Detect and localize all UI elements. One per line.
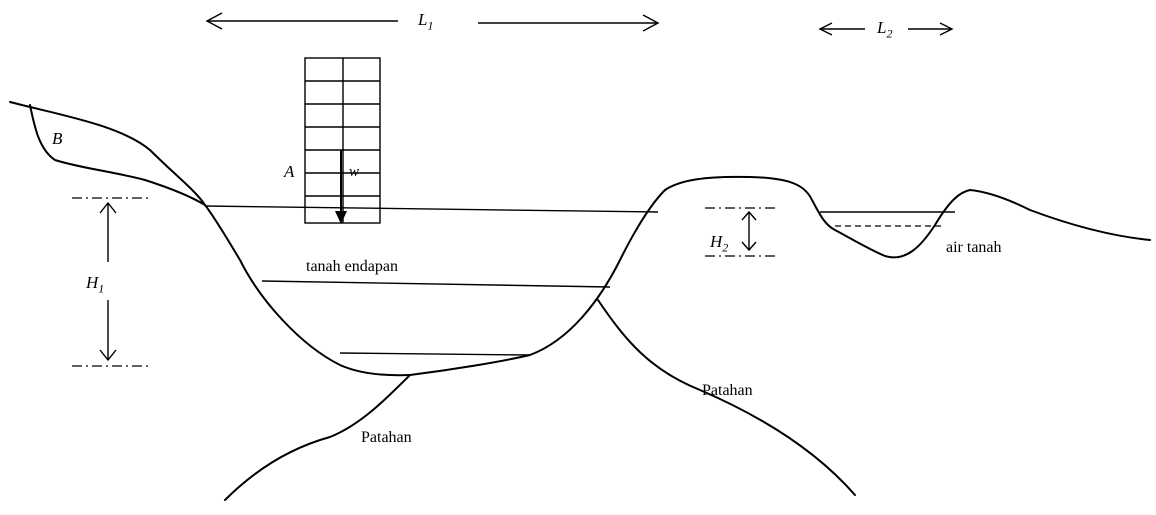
basin-floor-and-hill-line — [409, 175, 1151, 376]
groundwater-label: air tanah — [946, 239, 1002, 256]
building-a — [304, 57, 381, 224]
sediment-layer-line-upper — [261, 280, 611, 288]
l2-label: L2 — [877, 18, 893, 41]
fault-label-bottom: Patahan — [361, 429, 412, 446]
fault-line-right — [597, 299, 856, 496]
sediment-label: tanah endapan — [306, 258, 398, 275]
building-label-a: A — [284, 162, 295, 181]
h1-label: H1 — [86, 273, 105, 296]
l1-dimension-arrow — [205, 12, 660, 32]
fault-label-right: Patahan — [702, 382, 753, 399]
water-table-line — [204, 205, 659, 213]
weight-arrow — [335, 150, 347, 224]
fault-line-bottom — [224, 374, 411, 501]
l2-dimension-arrow — [818, 22, 954, 36]
landslide-label-b: B — [52, 129, 63, 148]
left-terrain-line — [9, 101, 411, 377]
h2-dimension — [705, 207, 778, 257]
h1-dimension — [72, 197, 148, 367]
h2-label: H2 — [710, 232, 729, 255]
l1-label: L1 — [418, 10, 434, 33]
sediment-layer-line-lower — [339, 352, 531, 356]
landslide-body-b — [29, 104, 206, 206]
weight-label-w: w — [349, 164, 360, 180]
